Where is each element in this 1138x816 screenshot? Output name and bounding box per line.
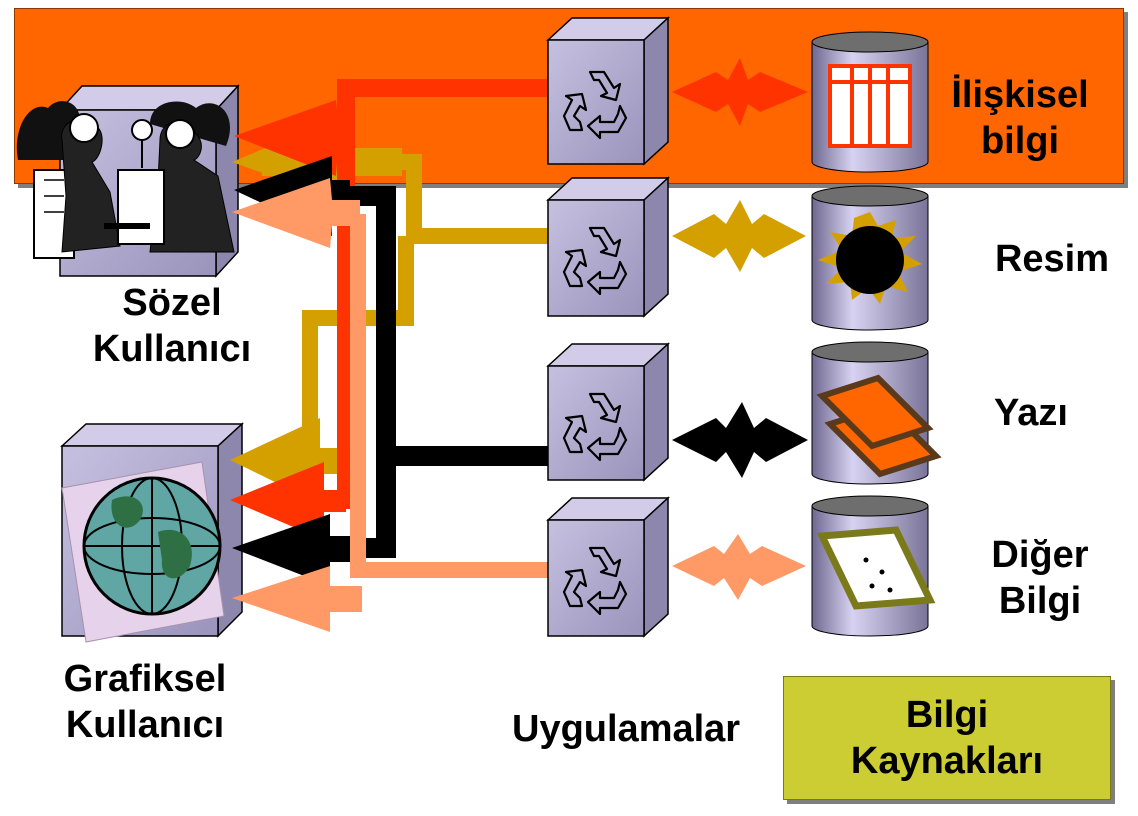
text-label: Yazı — [966, 390, 1096, 436]
other-info-label-line1: Diğer — [991, 534, 1089, 576]
relational-info-label: İlişkisel bilgi — [930, 72, 1110, 164]
image-db-cylinder — [811, 185, 929, 331]
gold-double-arrow — [672, 200, 806, 272]
text-db-cylinder — [811, 341, 942, 485]
other-info-label-line2: Bilgi — [998, 580, 1082, 622]
text-label-text: Yazı — [994, 392, 1068, 434]
meeting-people-clipart — [16, 101, 235, 259]
information-sources-title-line2: Kaynakları — [850, 740, 1044, 782]
salmon-double-arrow — [672, 534, 806, 600]
graphical-user-label-line1: Grafiksel — [63, 658, 227, 700]
salmon-flow — [232, 178, 548, 632]
document-icon — [816, 526, 936, 610]
graphical-user-label-line2: Kullanıcı — [65, 704, 225, 746]
red-double-arrow — [672, 58, 808, 126]
black-double-arrow — [672, 402, 808, 478]
information-sources-box: Bilgi Kaynakları — [783, 676, 1111, 800]
globe-icon — [61, 461, 225, 643]
other-info-label: Diğer Bilgi — [960, 532, 1120, 624]
table-icon — [828, 64, 912, 148]
other-db-cylinder — [811, 495, 936, 637]
application-box-3 — [546, 342, 670, 482]
application-box-2 — [546, 176, 670, 318]
graphical-user-label: Grafiksel Kullanıcı — [30, 656, 260, 748]
verbal-user-label-line2: Kullanıcı — [92, 328, 252, 370]
image-label-text: Resim — [994, 238, 1110, 280]
application-box-4 — [546, 496, 670, 638]
applications-label-text: Uygulamalar — [512, 708, 741, 750]
applications-label: Uygulamalar — [512, 706, 796, 752]
image-label: Resim — [978, 236, 1126, 282]
information-sources-title-line1: Bilgi — [905, 694, 989, 736]
relational-info-label-line2: bilgi — [980, 120, 1060, 162]
verbal-user-label-line1: Sözel — [122, 282, 222, 324]
splash-icon — [818, 212, 922, 304]
verbal-user-label: Sözel Kullanıcı — [62, 280, 282, 372]
stacked-pages-icon — [816, 374, 942, 478]
application-box-1 — [546, 16, 670, 166]
relational-db-cylinder — [811, 31, 929, 173]
relational-info-label-line1: İlişkisel — [951, 74, 1089, 116]
